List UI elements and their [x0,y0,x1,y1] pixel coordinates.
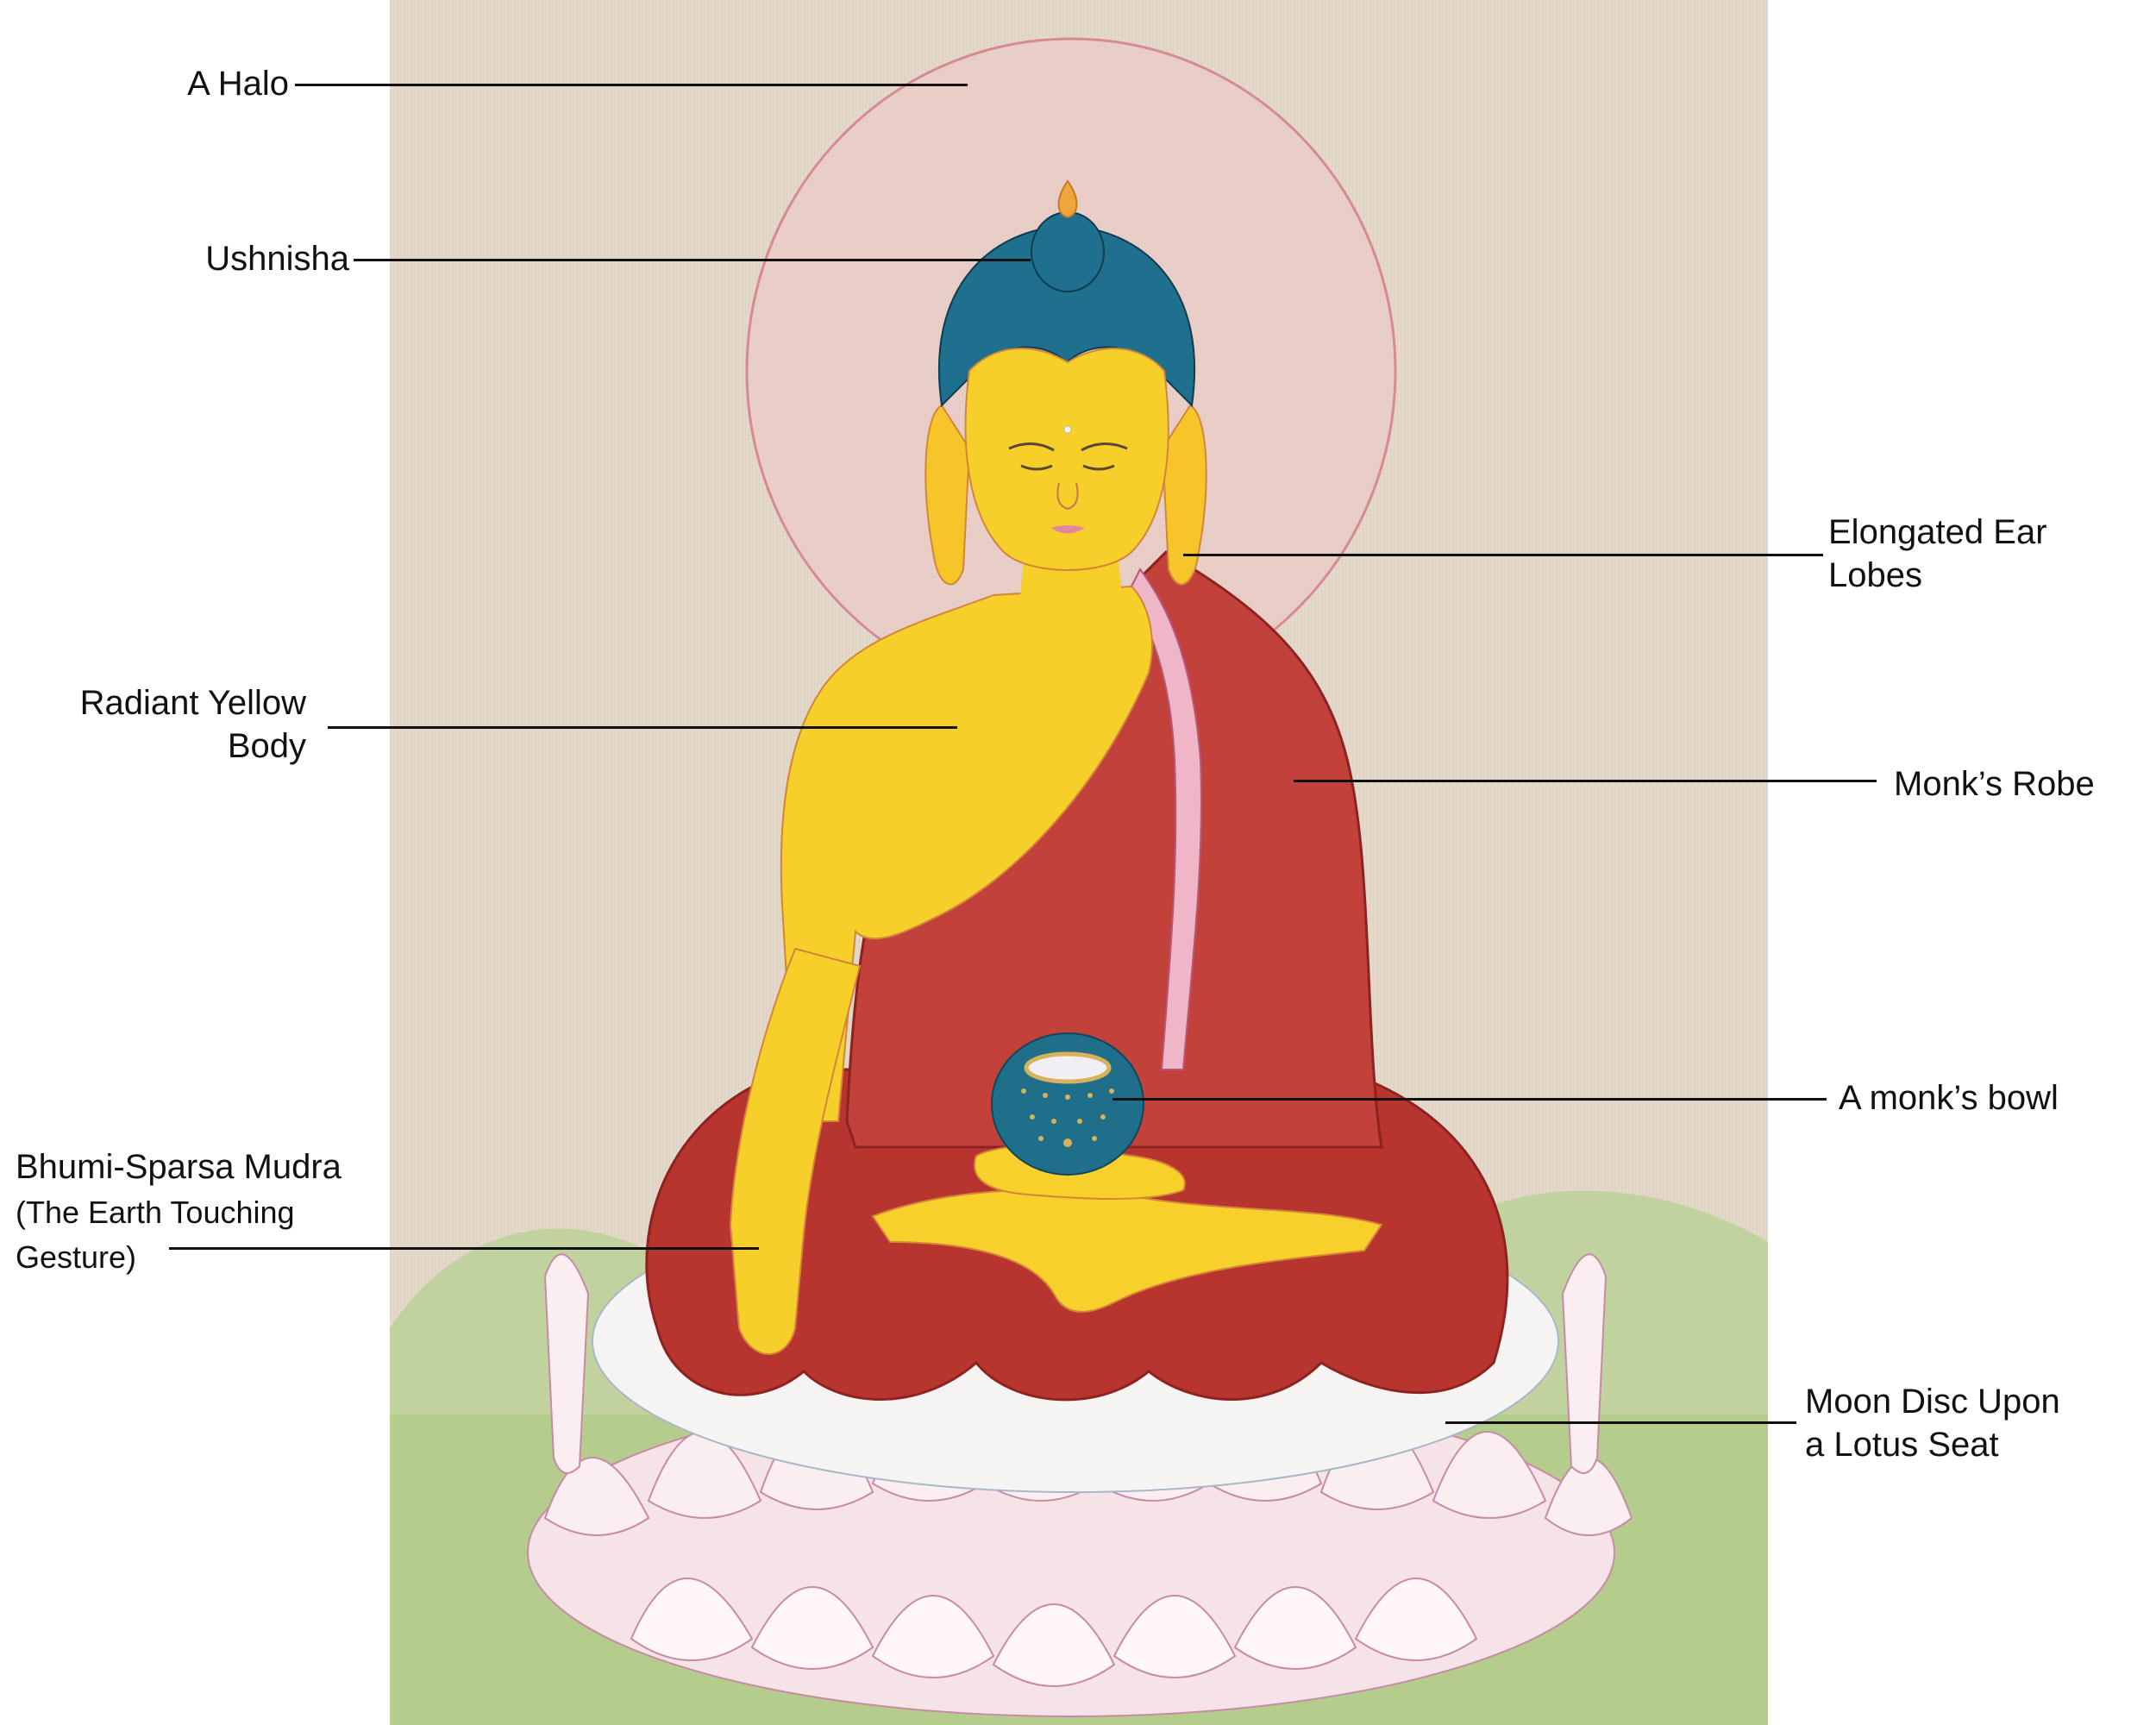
label-mudra: Bhumi-Sparsa Mudra (The Earth Touching G… [16,1148,342,1275]
label-robe: Monk’s Robe [1894,765,2095,803]
earth-touching-hand [729,947,862,1355]
leader-line-mudra [169,1247,759,1250]
thangka-painting [390,0,1768,1725]
leader-line-moon-disc [1445,1421,1796,1424]
leader-line-robe [1294,780,1877,782]
leader-line-ushnisha [354,259,1031,261]
buddha-illustration [390,37,1768,1725]
leader-line-bowl [1112,1098,1827,1101]
label-halo: A Halo [187,65,289,103]
label-yellow-body: Radiant Yellow Body [79,684,306,765]
leader-line-yellow-body [328,726,957,729]
left-ear [924,404,971,586]
ushnisha [1031,211,1105,292]
label-moon-disc: Moon Disc Upon a Lotus Seat [1805,1383,2060,1464]
leader-line-ear-lobes [1183,554,1823,556]
leader-line-halo [295,84,968,86]
label-ushnisha: Ushnisha [205,240,349,278]
monks-bowl [991,1032,1144,1176]
yellow-body [780,585,1153,1122]
right-ear [1161,404,1207,586]
label-bowl: A monk’s bowl [1839,1079,2059,1117]
hair [937,224,1196,408]
face [964,348,1169,571]
label-ear-lobes: Elongated Ear Lobes [1828,513,2047,594]
